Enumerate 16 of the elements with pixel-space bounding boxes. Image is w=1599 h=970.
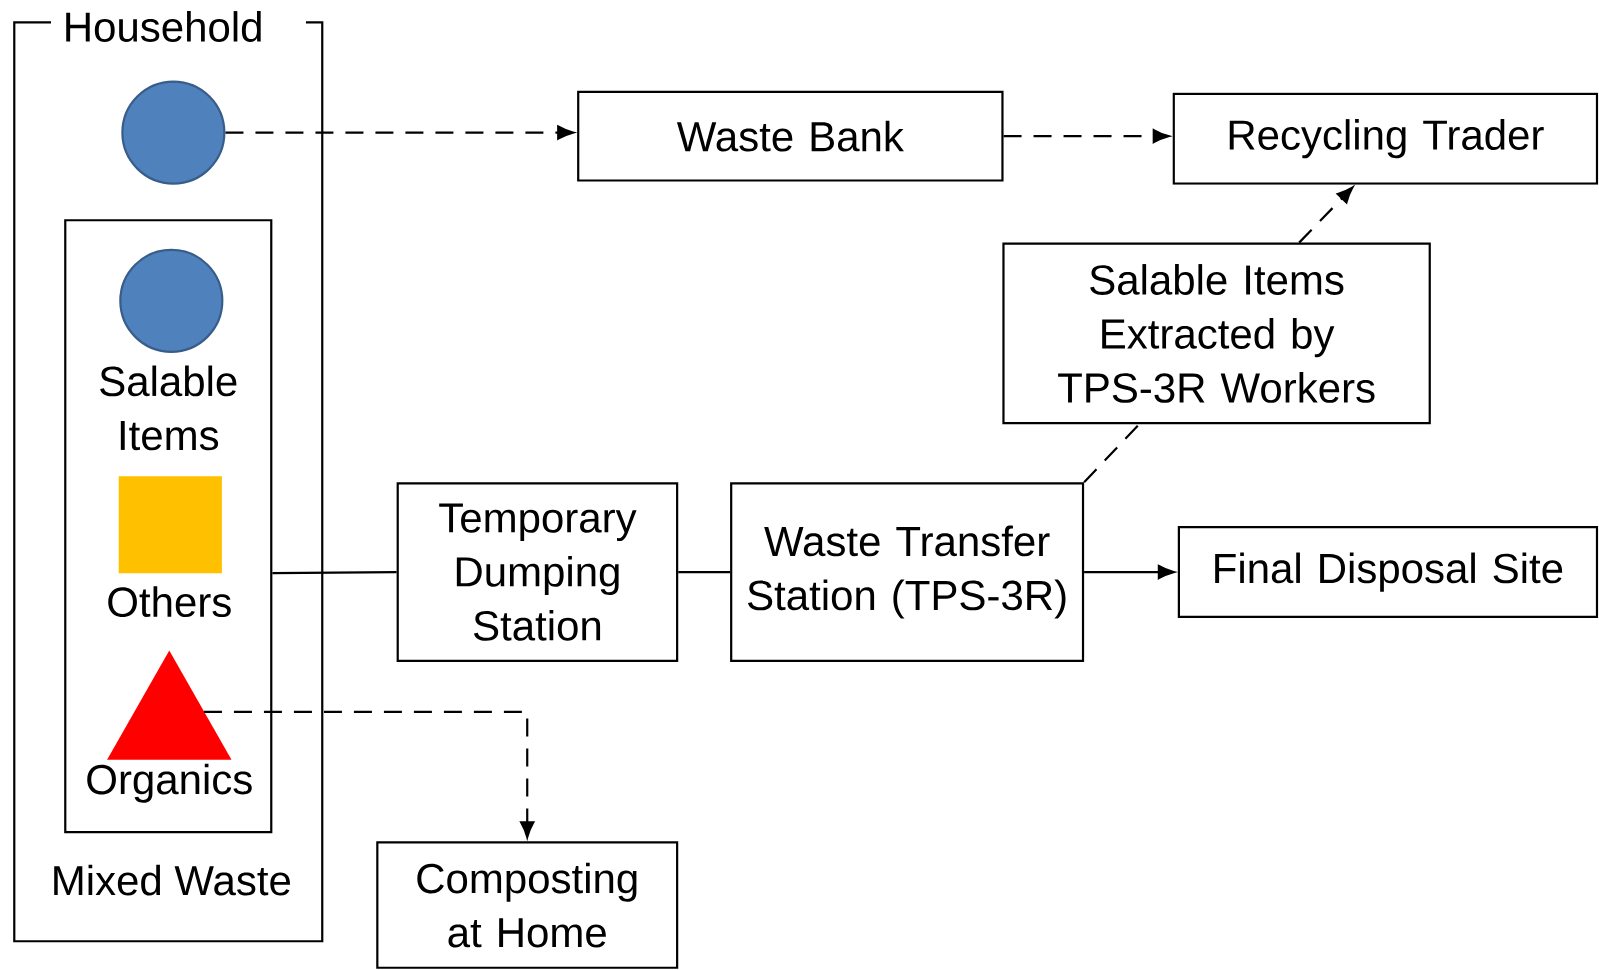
symbol-label: Salable Items <box>100 365 237 451</box>
process-box: Waste Transfer Station (TPS-3R) <box>730 482 1085 662</box>
circle-symbol <box>121 80 226 185</box>
process-box: Temporary Dumping Station <box>396 482 679 662</box>
arrow <box>1084 565 1175 580</box>
process-box: Composting at Home <box>376 841 679 969</box>
arrow <box>1003 129 1170 144</box>
process-box: Salable Items Extracted by TPS-3R Workers <box>1002 242 1431 425</box>
symbol-label: Others <box>108 586 231 618</box>
process-box: Recycling Trader <box>1172 92 1599 185</box>
arrow <box>1298 186 1354 244</box>
process-box: Waste Bank <box>577 90 1004 182</box>
node-label: Mixed Waste <box>54 864 291 896</box>
symbol-label: Organics <box>87 763 252 803</box>
arrow <box>203 710 535 839</box>
process-box: Final Disposal Site <box>1177 526 1599 619</box>
